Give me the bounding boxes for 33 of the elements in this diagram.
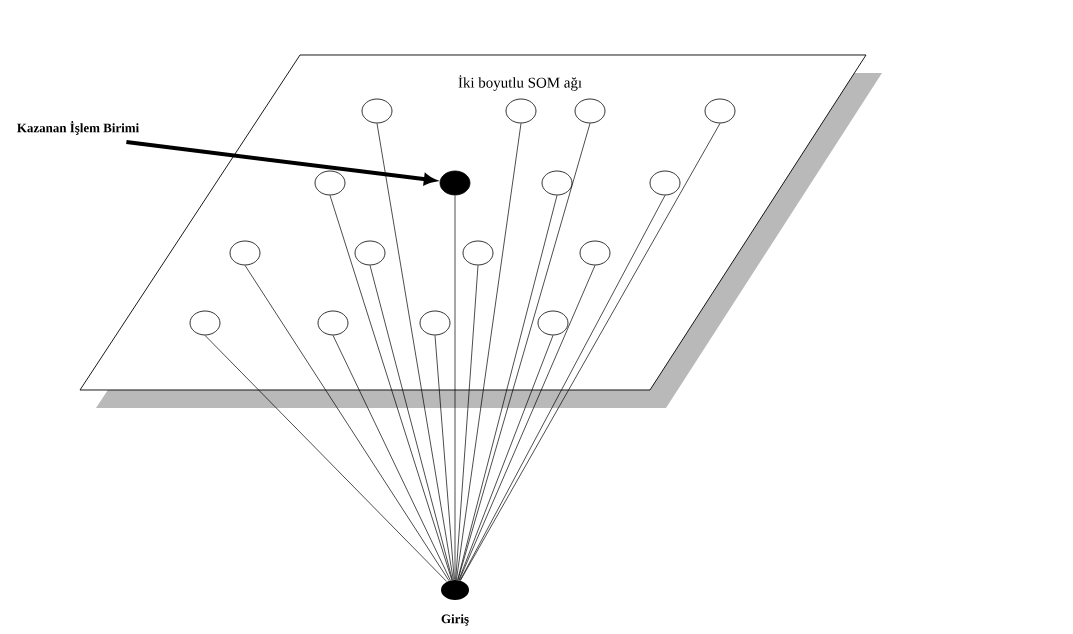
neuron-circle — [649, 170, 681, 196]
neuron-circle — [189, 310, 221, 336]
connection-line — [460, 123, 721, 581]
neuron-circle — [579, 240, 611, 266]
connection-line — [204, 335, 448, 582]
input-label: Giriş — [441, 614, 469, 626]
connection-line — [244, 265, 450, 582]
plane-title: İki boyutlu SOM ağı — [458, 75, 582, 91]
connection-line — [459, 195, 666, 581]
connection-line — [434, 335, 455, 581]
connection-line — [329, 195, 453, 581]
connection-line — [458, 335, 554, 581]
neuron-circle — [361, 98, 393, 124]
neuron-circle — [541, 170, 573, 196]
neuron-circle — [354, 240, 386, 266]
neuron-circle — [314, 170, 346, 196]
neuron-circle — [419, 310, 451, 336]
neuron-circle — [462, 240, 494, 266]
connection-line — [332, 335, 451, 581]
neuron-circle — [317, 310, 349, 336]
connection-line — [376, 123, 454, 581]
connection-line — [455, 265, 479, 581]
connection-line — [456, 123, 522, 581]
neuron-circle — [704, 98, 736, 124]
neuron-circle — [505, 98, 537, 124]
connection-line — [457, 195, 558, 581]
connection-line — [369, 265, 453, 581]
neuron-circle — [537, 310, 569, 336]
connection-line — [458, 265, 596, 581]
neuron-circle — [229, 240, 261, 266]
winner-neuron — [439, 170, 471, 196]
callout-text: Kazanan İşlem Birimi — [17, 121, 139, 135]
neuron-circle — [574, 98, 606, 124]
